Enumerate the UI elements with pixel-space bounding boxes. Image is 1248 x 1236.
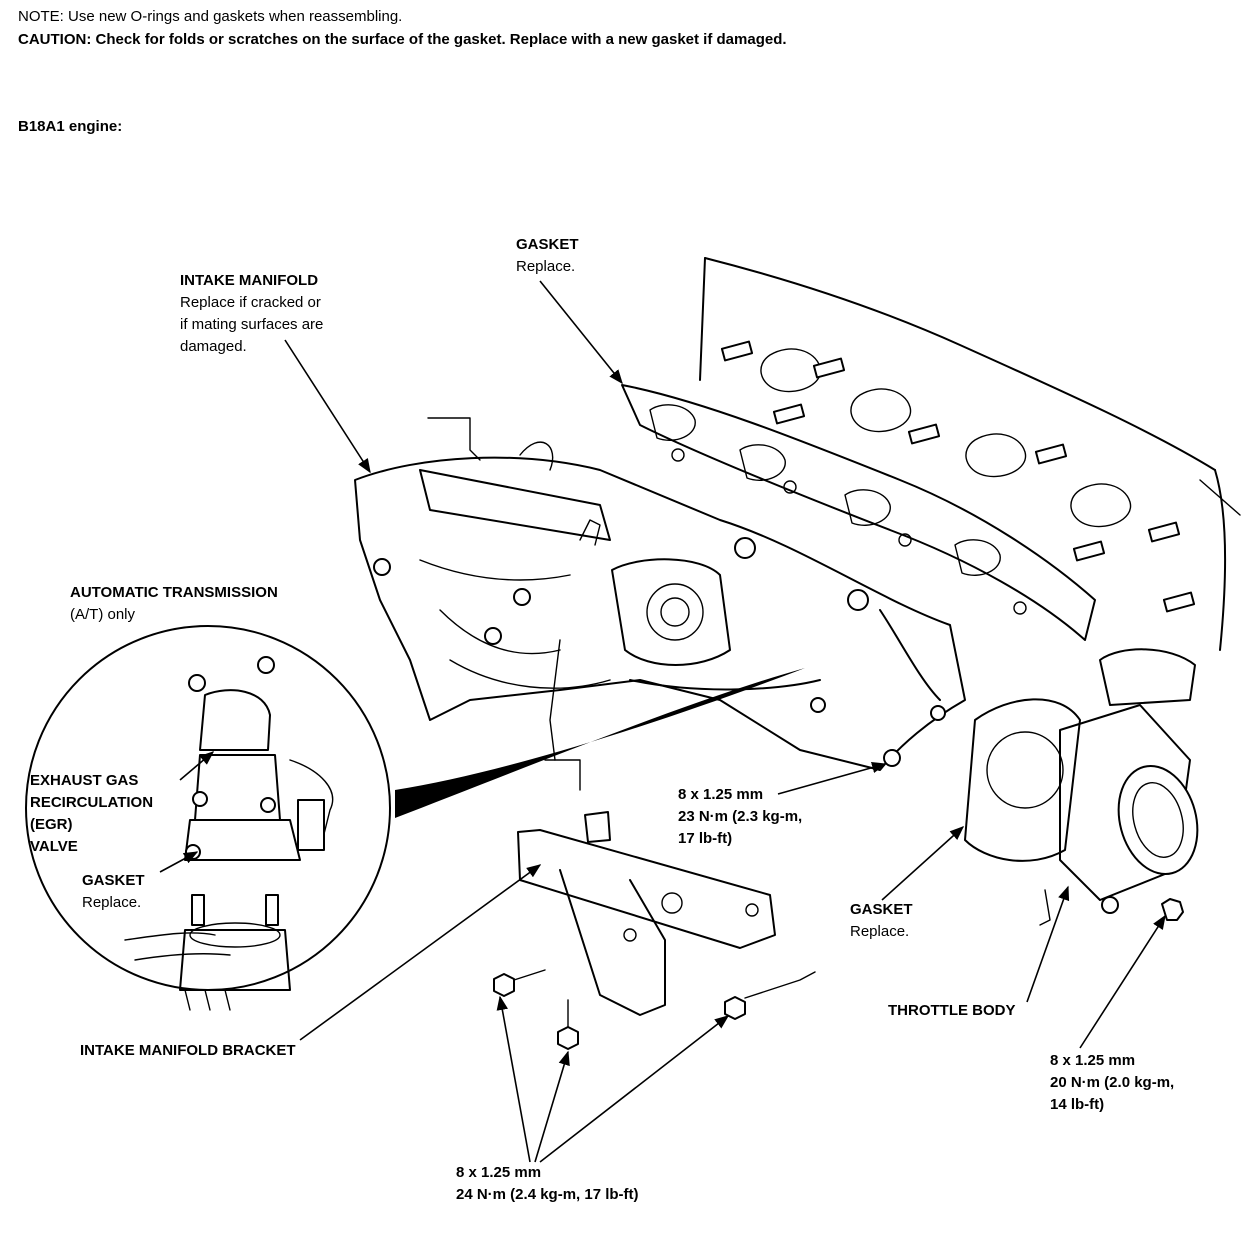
callout-line: Replace if cracked or [180,294,321,311]
callout-line: EXHAUST GAS [30,772,139,789]
throttle-body-callout: THROTTLE BODY [888,1002,1016,1019]
note-line: NOTE: Use new O-rings and gaskets when r… [18,6,402,28]
callout-line: Replace. [516,258,576,275]
torque-bottom-callout: 8 x 1.25 mm 24 N·m (2.4 kg-m, 17 lb-ft) [456,1162,639,1206]
torque-mid-callout: 8 x 1.25 mm 23 N·m (2.3 kg-m, 17 lb-ft) [678,784,802,850]
intake-manifold-callout: INTAKE MANIFOLD Replace if cracked or if… [180,270,323,358]
caution-text: Check for folds or scratches on the surf… [95,31,787,48]
intake-manifold-drawing [354,417,966,791]
cylinder-head-drawing [699,257,1241,651]
callout-line: 8 x 1.25 mm [456,1164,542,1181]
callout-title: GASKET [82,872,145,889]
manifold-gasket-drawing [621,384,1096,641]
callout-line: RECIRCULATION [30,794,154,811]
gasket-throttle-callout: GASKET Replace. [850,899,913,943]
at-only-callout: AUTOMATIC TRANSMISSION (A/T) only [70,582,278,626]
callout-title: INTAKE MANIFOLD [180,272,319,289]
callout-line: VALVE [30,838,78,855]
callout-line: 8 x 1.25 mm [1050,1052,1136,1069]
gasket-top-callout: GASKET Replace. [516,234,579,278]
bracket-callout: INTAKE MANIFOLD BRACKET [80,1042,296,1059]
torque-right-callout: 8 x 1.25 mm 20 N·m (2.0 kg-m, 14 lb-ft) [1050,1050,1174,1116]
head-studs [720,340,1196,613]
callout-line: 14 lb-ft) [1050,1096,1105,1113]
engine-heading: B18A1 engine: [18,118,123,135]
callout-title: GASKET [516,236,579,253]
callout-line: 8 x 1.25 mm [678,786,764,803]
callout-line: 23 N·m (2.3 kg-m, [678,808,803,825]
egr-inset-drawing [25,625,805,1011]
callout-line: damaged. [180,338,247,355]
callout-line: if mating surfaces are [180,316,324,333]
caution-label: CAUTION: [18,31,92,48]
leader-lines [159,280,1166,1163]
throttle-body-drawing [883,648,1199,926]
note-label: NOTE: [18,8,64,25]
callout-title: AUTOMATIC TRANSMISSION [70,584,278,601]
callout-title: GASKET [850,901,913,918]
egr-valve-callout: EXHAUST GAS RECIRCULATION (EGR) VALVE [30,770,153,858]
callout-line: 20 N·m (2.0 kg-m, [1050,1074,1175,1091]
callout-line: Replace. [850,923,910,940]
note-text: Use new O-rings and gaskets when reassem… [68,8,403,25]
callout-line: 24 N·m (2.4 kg-m, 17 lb-ft) [456,1186,639,1203]
callout-line: Replace. [82,894,142,911]
gasket-egr-callout: GASKET Replace. [82,870,145,914]
callout-line: (A/T) only [70,606,136,623]
callout-line: (EGR) [30,816,73,833]
callout-line: 17 lb-ft) [678,830,733,847]
caution-line: CAUTION: Check for folds or scratches on… [18,29,787,51]
head-port-row [760,348,1132,528]
